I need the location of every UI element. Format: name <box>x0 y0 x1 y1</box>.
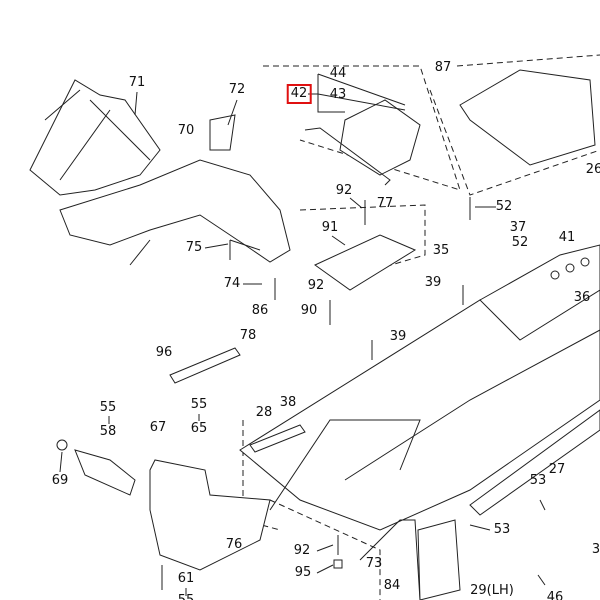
callout-55[interactable]: 55 <box>178 594 195 600</box>
callout-43[interactable]: 43 <box>329 87 347 102</box>
callout-84[interactable]: 84 <box>383 578 401 593</box>
callout-39[interactable]: 39 <box>389 329 407 344</box>
callout-37[interactable]: 37 <box>509 220 527 235</box>
part-71-hood <box>29 79 161 196</box>
callout-61[interactable]: 61 <box>177 571 195 586</box>
callout-86[interactable]: 86 <box>251 303 269 318</box>
part-58-bracket <box>74 449 136 496</box>
callout-73[interactable]: 73 <box>365 556 383 571</box>
callout-26[interactable]: 26 <box>585 162 600 177</box>
callout-96[interactable]: 96 <box>155 345 173 360</box>
part-91-plate <box>314 234 417 291</box>
callout-77[interactable]: 77 <box>376 196 394 211</box>
callout-92[interactable]: 92 <box>307 278 325 293</box>
callout-91[interactable]: 91 <box>321 220 339 235</box>
callout-55[interactable]: 55 <box>190 397 208 412</box>
part-72-bracket <box>209 114 236 151</box>
part-70-frame <box>59 159 291 263</box>
callout-52[interactable]: 52 <box>495 199 513 214</box>
callout-92[interactable]: 92 <box>293 543 311 558</box>
callout-38[interactable]: 38 <box>279 395 297 410</box>
part-96-strip <box>169 347 241 384</box>
callout-44[interactable]: 44 <box>329 66 347 81</box>
part-28-strip <box>249 424 306 453</box>
part-69-grommet <box>56 439 68 451</box>
leader-lines <box>59 73 496 596</box>
callout-87[interactable]: 87 <box>434 60 452 75</box>
callout-53[interactable]: 53 <box>493 522 511 537</box>
fasteners <box>161 197 546 590</box>
callout-42-highlighted[interactable]: 42 <box>286 84 312 104</box>
callout-55[interactable]: 55 <box>99 400 117 415</box>
callout-27[interactable]: 27 <box>548 462 566 477</box>
callout-74[interactable]: 74 <box>223 276 241 291</box>
part-42-box <box>339 99 421 176</box>
callout-53[interactable]: 53 <box>529 473 547 488</box>
callout-90[interactable]: 90 <box>300 303 318 318</box>
part-29-plate <box>417 519 461 600</box>
callout-28[interactable]: 28 <box>255 405 273 420</box>
callout-35[interactable]: 35 <box>432 243 450 258</box>
callout-41[interactable]: 41 <box>558 230 576 245</box>
callout-70[interactable]: 70 <box>177 123 195 138</box>
callout-29-lh[interactable]: 29(LH) <box>470 583 514 598</box>
callout-46[interactable]: 46 <box>546 590 564 600</box>
callout-65[interactable]: 65 <box>190 421 208 436</box>
callout-3[interactable]: 3 <box>591 542 600 557</box>
callout-52[interactable]: 52 <box>511 235 529 250</box>
part-41-rail <box>479 244 600 341</box>
part-26-plate <box>459 69 596 166</box>
callout-72[interactable]: 72 <box>228 82 246 97</box>
callout-78[interactable]: 78 <box>239 328 257 343</box>
callout-39[interactable]: 39 <box>424 275 442 290</box>
callout-75[interactable]: 75 <box>185 240 203 255</box>
callout-67[interactable]: 67 <box>149 420 167 435</box>
callout-76[interactable]: 76 <box>225 537 243 552</box>
callout-95[interactable]: 95 <box>294 565 312 580</box>
part-67-bumper <box>149 459 271 571</box>
callout-58[interactable]: 58 <box>99 424 117 439</box>
part-27-footrest <box>469 409 600 516</box>
callout-92[interactable]: 92 <box>335 183 353 198</box>
callout-69[interactable]: 69 <box>51 473 69 488</box>
callout-36[interactable]: 36 <box>573 290 591 305</box>
callout-71[interactable]: 71 <box>128 75 146 90</box>
